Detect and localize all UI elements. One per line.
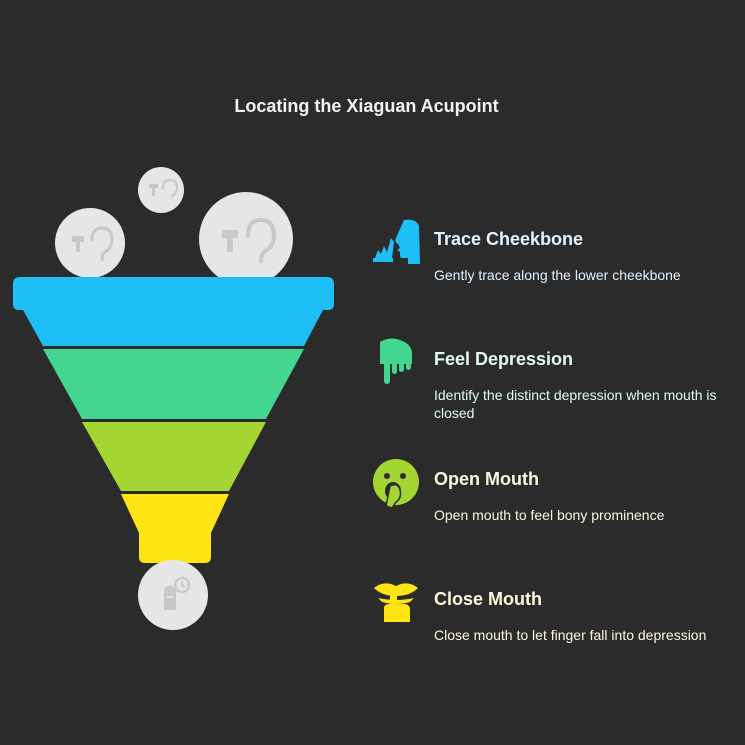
- finger-timer-icon: [138, 560, 208, 630]
- ear-acupoint-icon: [55, 208, 125, 278]
- funnel-tier-4: [121, 494, 229, 563]
- ear-acupoint-icon: [199, 192, 293, 286]
- finger-press-icon: [380, 338, 412, 384]
- step-feel-depression: Feel Depression Identify the distinct de…: [370, 338, 740, 428]
- funnel-tier-3: [82, 422, 266, 491]
- step-description: Close mouth to let finger fall into depr…: [434, 627, 707, 643]
- step-description: Identify the distinct depression when mo…: [434, 387, 717, 421]
- step-trace-cheekbone: Trace Cheekbone Gently trace along the l…: [370, 218, 740, 308]
- step-close-mouth: Close Mouth Close mouth to let finger fa…: [370, 578, 740, 668]
- funnel-tier-2: [43, 349, 304, 419]
- ear-acupoint-icon: [138, 167, 184, 213]
- page-title: Locating the Xiaguan Acupoint: [234, 96, 499, 116]
- step-heading: Trace Cheekbone: [434, 229, 584, 249]
- funnel-tier-1: [13, 277, 334, 346]
- step-description: Gently trace along the lower cheekbone: [434, 267, 681, 283]
- closed-mouth-finger-icon: [374, 583, 418, 622]
- face-profile-icon: [373, 219, 420, 264]
- step-open-mouth: Open Mouth Open mouth to feel bony promi…: [370, 458, 740, 548]
- step-heading: Open Mouth: [434, 469, 539, 489]
- step-heading: Feel Depression: [434, 349, 574, 369]
- step-description: Open mouth to feel bony prominence: [434, 507, 665, 523]
- open-mouth-face-icon: [373, 459, 419, 509]
- step-heading: Close Mouth: [434, 589, 542, 609]
